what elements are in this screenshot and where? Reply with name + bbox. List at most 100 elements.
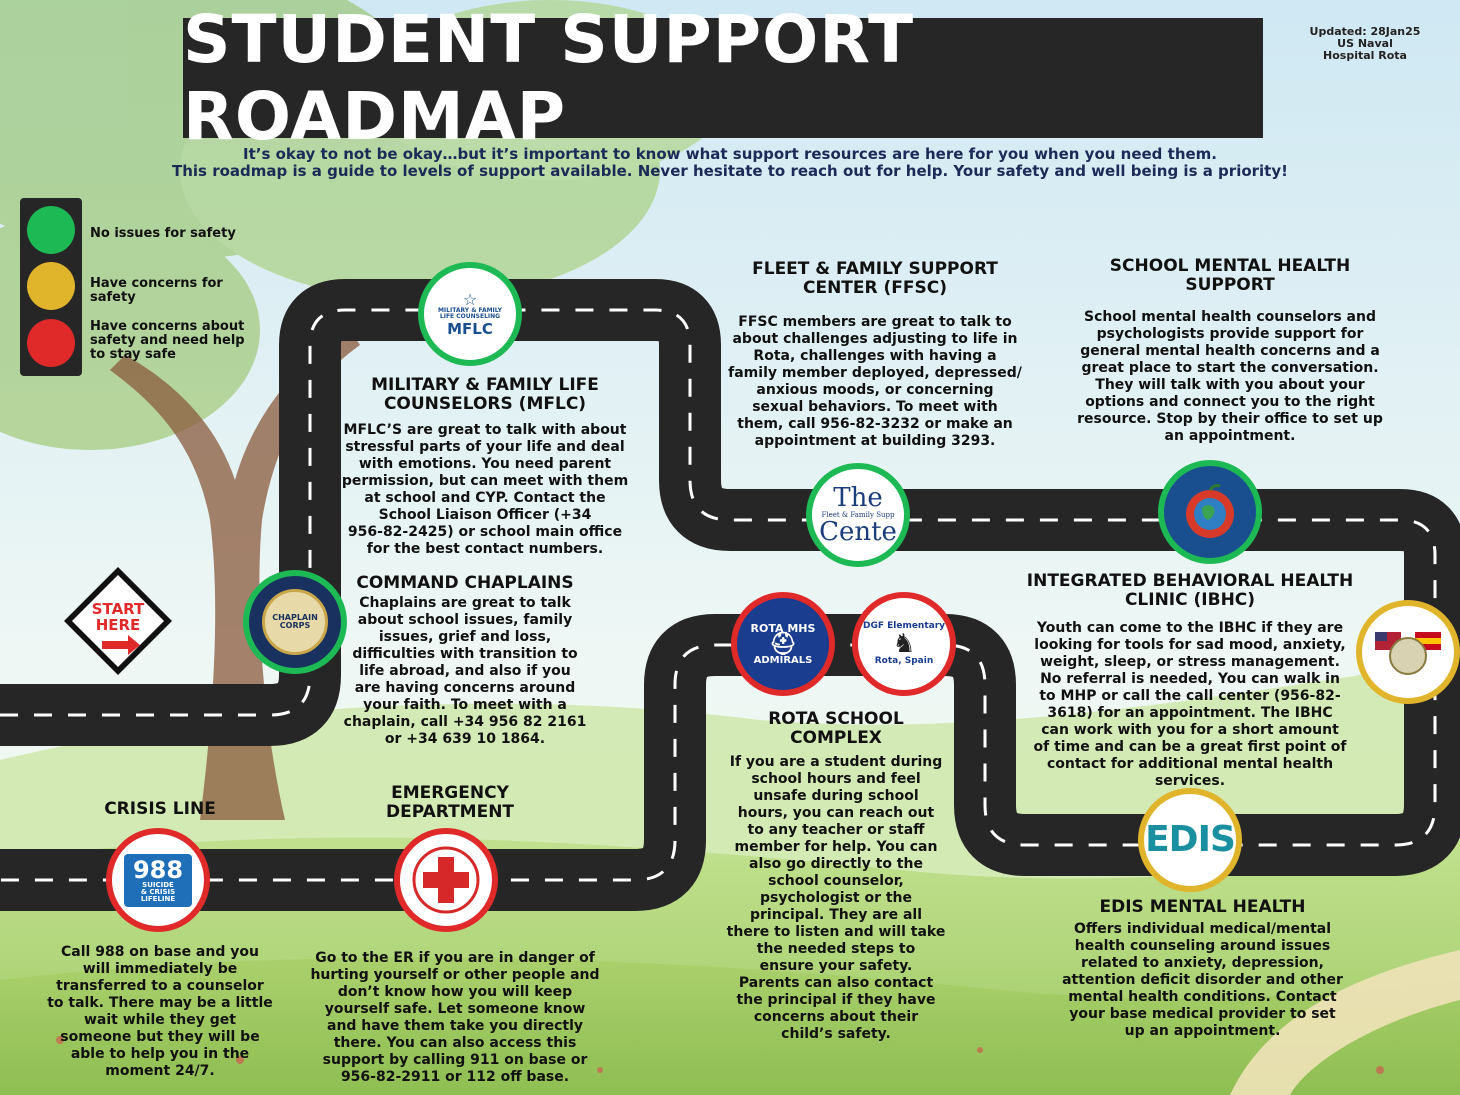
smh-title-2: SUPPORT	[1185, 275, 1275, 295]
school-body-8: school counselor,	[768, 873, 904, 889]
title-banner: STUDENT SUPPORT ROADMAP	[183, 1, 1263, 155]
chaplain-seal-icon: CHAPLAIN CORPS	[262, 589, 328, 655]
ibhc-body-2: looking for tools for sad mood, anxiety,	[1034, 637, 1346, 653]
ffsc-body-1: FFSC members are great to talk to	[738, 314, 1012, 330]
rota-mhs-logo: ROTA MHS ⛑ ADMIRALS	[731, 592, 835, 696]
school-body-4: hours, you can reach out	[737, 805, 935, 821]
emergency-section: Go to the ER if you are in danger of hur…	[300, 950, 610, 1086]
er-title-2: DEPARTMENT	[385, 802, 515, 822]
mflc-title-1: MILITARY & FAMILY LIFE	[371, 375, 599, 395]
smh-title-1: SCHOOL MENTAL HEALTH	[1109, 256, 1351, 276]
smh-body-4: great place to start the conversation.	[1081, 360, 1379, 376]
school-body-10: principal. They are all	[749, 907, 923, 923]
dgf-line1: DGF Elementary	[862, 621, 946, 631]
ibhc-body-10: services.	[1154, 773, 1226, 789]
mflc-body-8: for the best contact numbers.	[366, 541, 604, 557]
school-body-13: ensure your safety.	[759, 958, 913, 974]
chaplains-body-4: difficulties with transition to	[352, 646, 578, 662]
school-body-15: the principal if they have	[736, 992, 936, 1008]
ibhc-body-5: to MHP or call the call center (956-82-	[1039, 688, 1341, 704]
updated-org-2: Hospital Rota	[1323, 49, 1407, 62]
crisis-988-logo: 988 SUICIDE & CRISIS LIFELINE	[106, 828, 210, 932]
ffsc-section: FLEET & FAMILY SUPPORT CENTER (FFSC) FFS…	[720, 260, 1030, 450]
edis-body-5: mental health conditions. Contact	[1068, 989, 1337, 1005]
intro-line-2: This roadmap is a guide to levels of sup…	[172, 162, 1288, 180]
ffsc-body-3: Rota, challenges with having a	[753, 348, 997, 364]
emergency-title-block: EMERGENCY DEPARTMENT	[350, 784, 550, 822]
crisis-body-3: transferred to a counselor	[56, 978, 264, 994]
edis-body: Offers individual medical/mental health …	[1040, 921, 1365, 1040]
dgf-line2: Rota, Spain	[874, 656, 934, 666]
school-body-11: there to listen and will take	[726, 924, 946, 940]
edis-body-6: your base medical provider to set	[1069, 1006, 1336, 1022]
legend-red-label: Have concerns about safety and need help…	[90, 319, 245, 362]
mflc-section: MILITARY & FAMILY LIFE COUNSELORS (MFLC)…	[335, 376, 635, 558]
traffic-light	[20, 198, 82, 376]
flags-emblem-icon	[1375, 632, 1441, 675]
chaplains-body-9: or +34 639 10 1864.	[384, 731, 546, 747]
ibhc-body-6: 3618) for an appointment. The IBHC	[1047, 705, 1333, 721]
crisis-body-2: will immediately be	[82, 961, 238, 977]
ffsc-logo-line3: Cente	[819, 517, 897, 547]
ibhc-logo	[1356, 600, 1460, 704]
updated-note: Updated: 28Jan25 US Naval Hospital Rota	[1290, 26, 1440, 62]
school-body: If you are a student during school hours…	[720, 754, 952, 1043]
ffsc-logo: The Fleet & Family Supp Cente	[806, 463, 910, 567]
er-body-4: yourself safe. Let someone know	[324, 1001, 586, 1017]
school-body-7: also go directly to the	[749, 856, 923, 872]
ibhc-body-4: No referral is needed, You can walk in	[1040, 671, 1340, 687]
ffsc-body-7: them, call 956-82-3232 or make an	[737, 416, 1013, 432]
edis-logo-text: EDIS	[1145, 819, 1236, 860]
edis-body-4: attention deficit disorder and other	[1062, 972, 1343, 988]
red-light-icon	[27, 319, 75, 367]
school-title-1: ROTA SCHOOL	[768, 709, 904, 729]
intro-text: It’s okay to not be okay…but it’s import…	[60, 146, 1400, 180]
ibhc-body-7: can work with you for a short amount	[1041, 722, 1339, 738]
er-body-7: support by calling 911 on base or	[322, 1052, 588, 1068]
crisis-line-section: Call 988 on base and you will immediatel…	[40, 944, 280, 1080]
ibhc-body: Youth can come to the IBHC if they are l…	[1015, 620, 1365, 790]
ffsc-logo-line1: The	[833, 483, 883, 513]
school-body-2: school hours and feel	[751, 771, 921, 787]
school-body-14: Parents can also contact	[738, 975, 934, 991]
smh-body-6: options and connect you to the right	[1085, 394, 1375, 410]
mflc-body-3: with emotions. You need parent	[358, 456, 612, 472]
smh-body: School mental health counselors and psyc…	[1070, 309, 1390, 445]
start-diamond-icon	[64, 567, 172, 675]
school-body-1: If you are a student during	[729, 754, 943, 770]
helmet-icon: ⛑	[769, 631, 797, 657]
mflc-star-icon: ☆	[462, 289, 478, 309]
mflc-body-4: permission, but can meet with them	[341, 473, 629, 489]
crisis-body: Call 988 on base and you will immediatel…	[40, 944, 280, 1080]
er-body-1: Go to the ER if you are in danger of	[315, 950, 595, 966]
crisis-logo-line1: SUICIDE	[142, 880, 174, 889]
crisis-line-title-block: CRISIS LINE	[60, 800, 260, 819]
crisis-body-4: to talk. There may be a little	[47, 995, 273, 1011]
edis-body-7: up an appointment.	[1124, 1023, 1281, 1039]
crisis-body-8: moment 24/7.	[105, 1063, 215, 1079]
mflc-logo-line1: MILITARY & FAMILY	[437, 306, 503, 314]
crisis-body-1: Call 988 on base and you	[61, 944, 259, 960]
start-sign: START HERE	[62, 565, 174, 677]
er-body-3: don’t know how you will keep	[337, 984, 573, 1000]
ibhc-title-1: INTEGRATED BEHAVIORAL HEALTH	[1026, 571, 1354, 591]
chaplain-seal-label: CHAPLAIN CORPS	[272, 613, 318, 630]
page-title: STUDENT SUPPORT ROADMAP	[183, 1, 915, 155]
yellow-light-icon	[27, 262, 75, 310]
emergency-department-logo	[394, 828, 498, 932]
er-title-1: EMERGENCY	[391, 783, 509, 803]
edis-body-2: health counseling around issues	[1074, 938, 1331, 954]
ibhc-title-2: CLINIC (IBHC)	[1124, 590, 1256, 610]
school-body-3: unsafe during school	[753, 788, 919, 804]
rota-mhs-line1: ROTA MHS	[750, 621, 816, 635]
ffsc-body-4: family member deployed, depressed/	[728, 365, 1022, 381]
school-body-6: member for help. You can	[734, 839, 938, 855]
mflc-logo: ☆ MILITARY & FAMILY LIFE COUNSELING MFLC	[418, 262, 522, 366]
rota-mhs-line2: ADMIRALS	[753, 654, 813, 666]
smh-body-1: School mental health counselors and	[1083, 309, 1376, 325]
green-light-icon	[27, 206, 75, 254]
crisis-logo-line3: LIFELINE	[140, 894, 176, 903]
legend-yellow-label: Have concerns for safety	[90, 276, 223, 305]
smh-body-2: psychologists provide support for	[1096, 326, 1364, 342]
